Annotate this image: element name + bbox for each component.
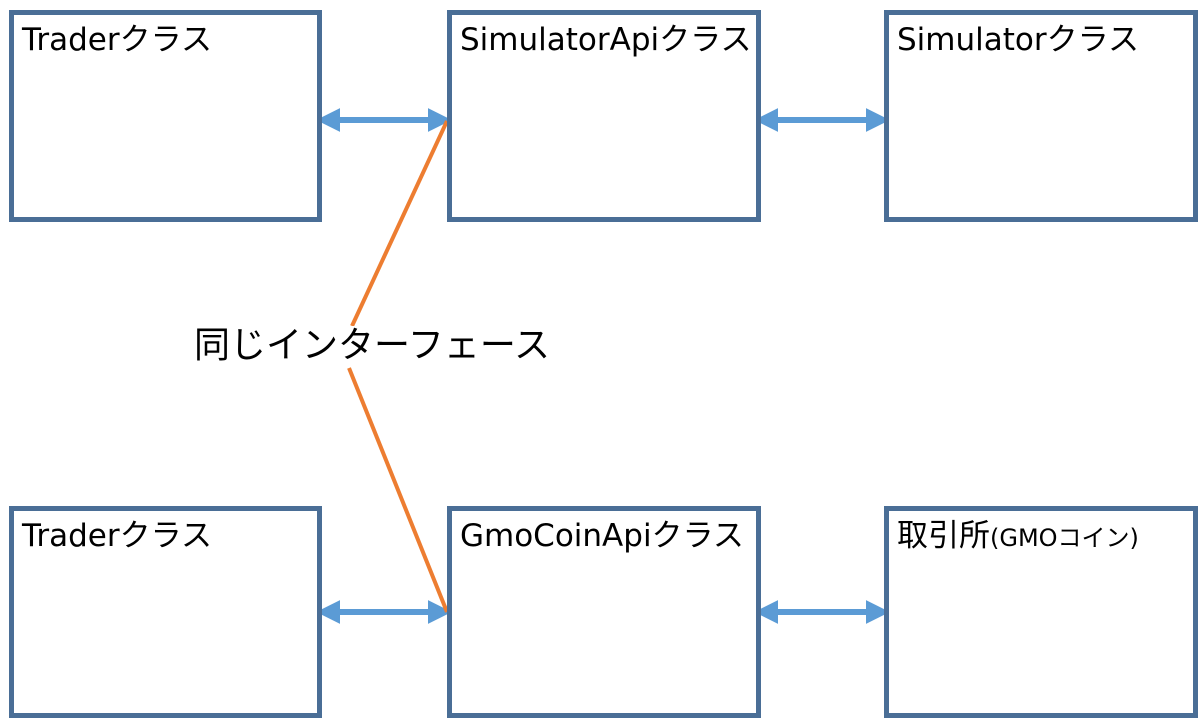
- same-interface-label: 同じインターフェース: [192, 325, 553, 366]
- exchange-box: 取引所(GMOコイン): [884, 506, 1198, 718]
- exchange-label: 取引所(GMOコイン): [897, 519, 1139, 553]
- trader-class-label-top: Traderクラス: [22, 22, 212, 58]
- simulator-class-box: Simulatorクラス: [884, 10, 1198, 222]
- interface-line-upper: [350, 120, 449, 327]
- interface-line-lower: [347, 367, 449, 613]
- trader-class-label-bottom: Traderクラス: [22, 518, 212, 554]
- exchange-label-main: 取引所: [897, 518, 990, 554]
- gmocoin-api-class-box: GmoCoinApiクラス: [447, 506, 761, 718]
- trader-class-box-bottom: Traderクラス: [9, 506, 322, 718]
- gmocoin-api-class-label: GmoCoinApiクラス: [460, 518, 744, 554]
- exchange-label-sub: (GMOコイン): [990, 524, 1139, 552]
- trader-class-box-top: Traderクラス: [9, 10, 322, 222]
- simulator-class-label: Simulatorクラス: [897, 22, 1139, 58]
- simulator-api-class-label: SimulatorApiクラス: [460, 22, 752, 58]
- simulator-api-class-box: SimulatorApiクラス: [447, 10, 761, 222]
